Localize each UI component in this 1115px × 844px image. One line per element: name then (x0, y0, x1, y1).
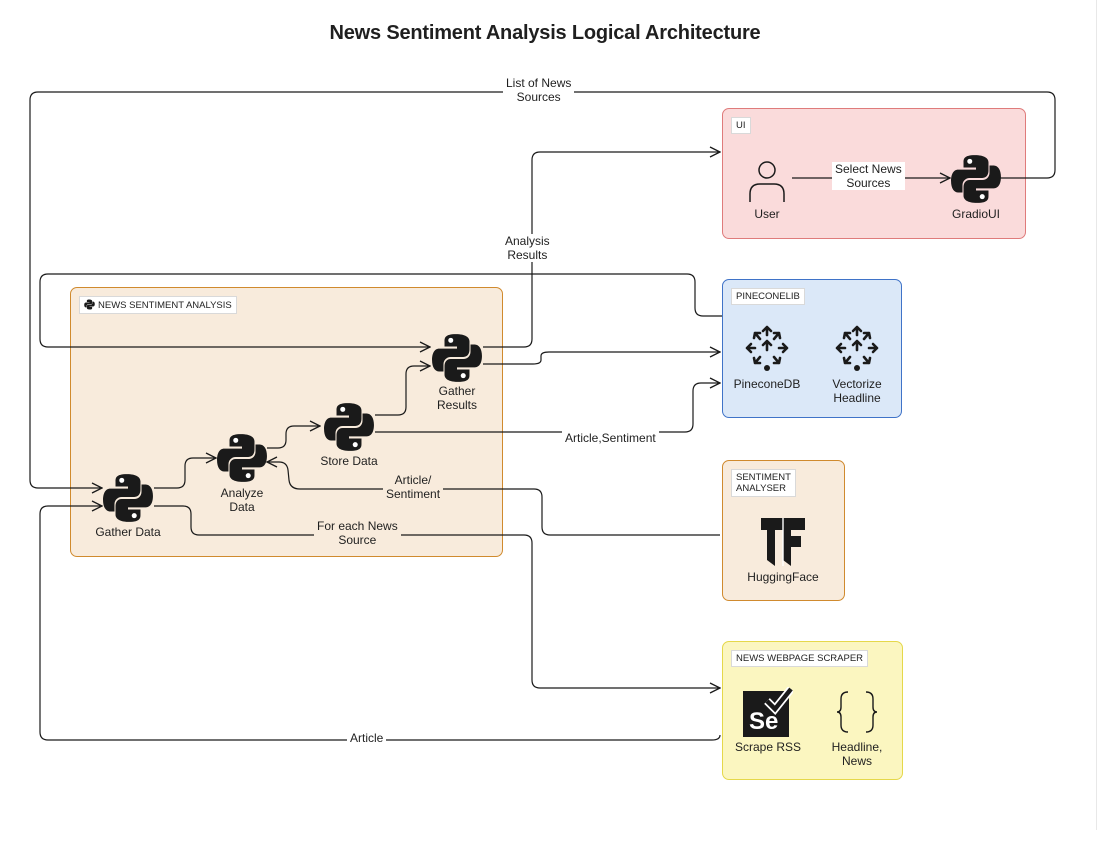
group-label-pineconelib: PINECONELIB (731, 288, 805, 305)
node-label-pinecone-db: PineconeDB (733, 377, 801, 391)
node-label-vectorize-headline: Vectorize Headline (832, 377, 882, 405)
group-label-ui: UI (731, 117, 751, 134)
group-label-news-webpage-scraper: NEWS WEBPAGE SCRAPER (731, 650, 869, 667)
python-icon (84, 299, 95, 310)
group-label-text: NEWS SENTIMENT ANALYSIS (98, 300, 232, 311)
pinecone-icon[interactable] (743, 323, 791, 373)
edge-for-each-news-source (154, 505, 720, 688)
node-label-scrape-rss: Scrape RSS (734, 740, 802, 754)
node-label-gradio-ui: GradioUI (951, 207, 1001, 221)
edge-label-select-news-sources: Select News Sources (832, 162, 905, 190)
edge-analyze-to-store (267, 426, 320, 449)
python-icon[interactable] (431, 332, 483, 384)
edge-label-analysis-results: Analysis Results (502, 234, 553, 262)
edge-gather-results-to-pinecone (483, 352, 720, 365)
group-label-line-1: SENTIMENT (736, 472, 791, 483)
node-label-user: User (754, 207, 780, 221)
edge-store-to-pinecone (375, 383, 720, 433)
edge-label-article-sentiment-store: Article,Sentiment (562, 431, 659, 445)
group-news-sentiment-analysis[interactable]: NEWS SENTIMENT ANALYSIS (70, 287, 503, 557)
selenium-icon[interactable]: Se (743, 687, 793, 737)
python-icon[interactable] (323, 401, 375, 453)
edge-pinecone-to-gather-results (39, 273, 722, 347)
tensorflow-icon[interactable] (759, 516, 807, 568)
group-label-line-2: ANALYSER (736, 483, 786, 494)
edge-label-list-of-news-sources: List of News Sources (503, 76, 575, 104)
node-label-gather-results: Gather Results (436, 384, 477, 412)
python-icon[interactable] (102, 472, 154, 524)
group-label-sentiment-analyser: SENTIMENT ANALYSER (731, 469, 796, 497)
edge-label-article-sentiment: Article/ Sentiment (383, 473, 444, 501)
user-icon[interactable] (748, 160, 786, 204)
python-icon[interactable] (950, 153, 1002, 205)
edge-article (39, 506, 721, 741)
node-label-hugging-face: HuggingFace (747, 570, 819, 584)
page-edge-rule (1096, 0, 1097, 830)
braces-icon[interactable] (836, 690, 878, 734)
edge-gather-to-analyze (154, 458, 216, 489)
edge-label-article: Article (347, 731, 387, 745)
pinecone-icon[interactable] (833, 323, 881, 373)
node-label-analyze-data: Analyze Data (220, 486, 264, 514)
edge-label-for-each-news-source: For each News Source (314, 519, 401, 547)
node-label-headline-news: Headline, News (831, 740, 883, 768)
node-label-gather-data: Gather Data (95, 525, 161, 539)
edge-store-to-gather-results (375, 366, 430, 416)
node-label-store-data: Store Data (320, 454, 378, 468)
group-label-news-sentiment-analysis: NEWS SENTIMENT ANALYSIS (79, 296, 237, 314)
python-icon[interactable] (216, 432, 268, 484)
diagram-title: News Sentiment Analysis Logical Architec… (329, 22, 761, 44)
